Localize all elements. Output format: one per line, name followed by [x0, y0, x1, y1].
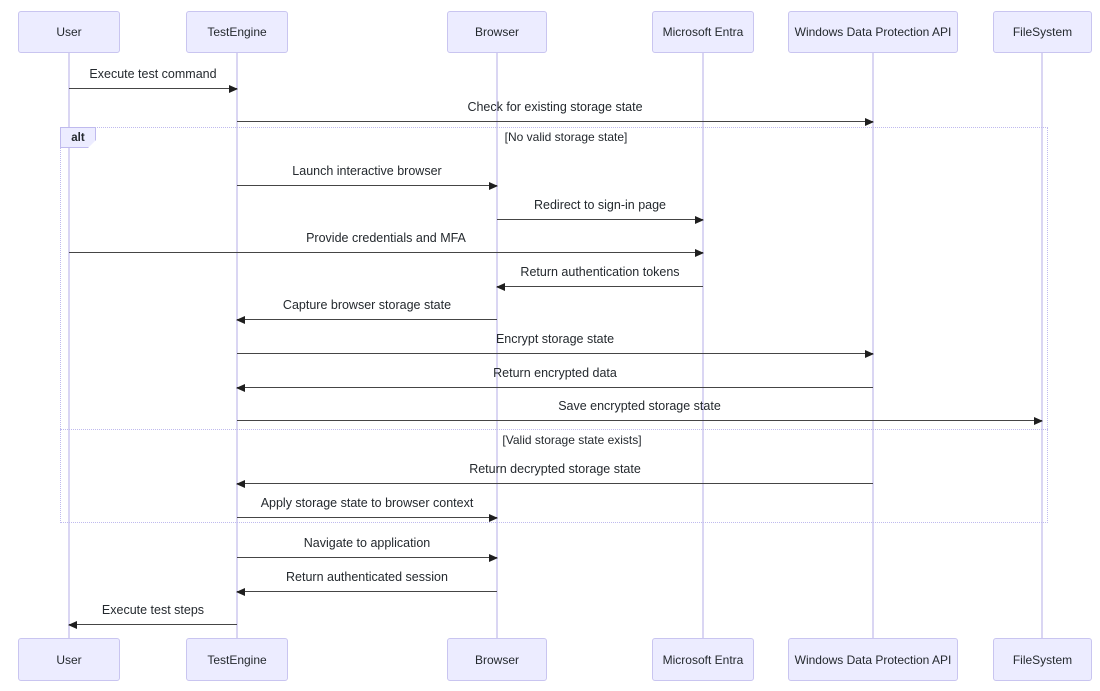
alt-divider — [60, 429, 1048, 430]
message-label: Navigate to application — [303, 536, 431, 550]
participant-label: FileSystem — [1012, 25, 1073, 39]
lifeline-wdp-api — [872, 53, 874, 638]
participant-label: Windows Data Protection API — [794, 25, 952, 39]
message-label: Return decrypted storage state — [469, 462, 641, 476]
message-return-authentication-tokens: Return authentication tokens — [496, 265, 703, 295]
message-return-decrypted-storage-state: Return decrypted storage state — [236, 462, 873, 492]
participant-label: User — [56, 652, 82, 667]
participant-filesystem-top: FileSystem — [993, 11, 1092, 53]
alt-frame — [60, 127, 1048, 523]
lifeline-microsoft-entra — [702, 53, 704, 638]
participant-label: TestEngine — [207, 25, 267, 39]
message-arrow — [236, 384, 873, 392]
message-arrow — [237, 118, 874, 126]
participant-microsoft-entra-top: Microsoft Entra — [652, 11, 754, 53]
message-label: Capture browser storage state — [282, 298, 452, 312]
participant-wdp-api-top: Windows Data Protection API — [788, 11, 958, 53]
message-label: Redirect to sign-in page — [533, 198, 667, 212]
message-return-encrypted-data: Return encrypted data — [236, 366, 873, 396]
message-arrow — [496, 283, 703, 291]
participant-filesystem-bottom: FileSystem — [993, 638, 1092, 681]
lifeline-filesystem — [1041, 53, 1043, 638]
message-execute-test-command: Execute test command — [69, 67, 238, 97]
message-provide-credentials-and-mfa: Provide credentials and MFA — [69, 231, 704, 261]
message-arrow — [69, 249, 704, 257]
participant-test-engine-top: TestEngine — [186, 11, 288, 53]
message-label: Return authenticated session — [286, 570, 448, 584]
alt-condition-no-valid-storage-state: [No valid storage state] — [504, 130, 628, 144]
message-label: Return authentication tokens — [520, 265, 680, 279]
participant-label: Browser — [474, 25, 519, 39]
message-label: Apply storage state to browser context — [260, 496, 474, 510]
message-return-authenticated-session: Return authenticated session — [236, 570, 497, 600]
participant-microsoft-entra-bottom: Microsoft Entra — [652, 638, 754, 681]
message-arrow — [497, 216, 704, 224]
lifeline-browser — [496, 53, 498, 638]
participant-test-engine-bottom: TestEngine — [186, 638, 288, 681]
message-label: Encrypt storage state — [495, 332, 615, 346]
alt-label: alt — [60, 127, 96, 148]
alt-condition-valid-storage-state-exists: [Valid storage state exists] — [502, 433, 642, 447]
message-arrow — [237, 554, 498, 562]
message-arrow — [68, 621, 237, 629]
lifeline-test-engine — [236, 53, 238, 638]
participant-label: FileSystem — [1012, 652, 1073, 667]
message-launch-interactive-browser: Launch interactive browser — [237, 164, 498, 194]
message-arrow — [236, 588, 497, 596]
message-label: Save encrypted storage state — [558, 399, 721, 413]
message-save-encrypted-storage-state: Save encrypted storage state — [237, 399, 1043, 429]
participant-label: User — [56, 25, 82, 39]
participant-label: Browser — [474, 652, 519, 667]
participant-label: Microsoft Entra — [662, 652, 744, 667]
lifeline-user — [68, 53, 70, 638]
message-arrow — [237, 417, 1043, 425]
message-apply-storage-state-to-browser-context: Apply storage state to browser context — [237, 496, 498, 526]
message-arrow — [236, 480, 873, 488]
message-check-for-existing-storage-state: Check for existing storage state — [237, 100, 874, 130]
message-label: Launch interactive browser — [292, 164, 442, 178]
message-label: Execute test command — [89, 67, 217, 81]
participant-browser-bottom: Browser — [447, 638, 547, 681]
message-arrow — [69, 85, 238, 93]
message-label: Execute test steps — [101, 603, 205, 617]
participant-browser-top: Browser — [447, 11, 547, 53]
message-arrow — [236, 316, 497, 324]
participant-wdp-api-bottom: Windows Data Protection API — [788, 638, 958, 681]
message-redirect-to-sign-in-page: Redirect to sign-in page — [497, 198, 704, 228]
message-navigate-to-application: Navigate to application — [237, 536, 498, 566]
message-arrow — [237, 350, 874, 358]
message-execute-test-steps: Execute test steps — [68, 603, 237, 633]
message-arrow — [237, 514, 498, 522]
message-label: Provide credentials and MFA — [306, 231, 466, 245]
participant-label: Windows Data Protection API — [794, 652, 952, 667]
message-encrypt-storage-state: Encrypt storage state — [237, 332, 874, 362]
participant-label: Microsoft Entra — [662, 25, 744, 39]
message-label: Check for existing storage state — [467, 100, 643, 114]
message-capture-browser-storage-state: Capture browser storage state — [236, 298, 497, 328]
message-label: Return encrypted data — [493, 366, 617, 380]
participant-label: TestEngine — [207, 652, 267, 667]
message-arrow — [237, 182, 498, 190]
participant-user-bottom: User — [18, 638, 120, 681]
participant-user-top: User — [18, 11, 120, 53]
